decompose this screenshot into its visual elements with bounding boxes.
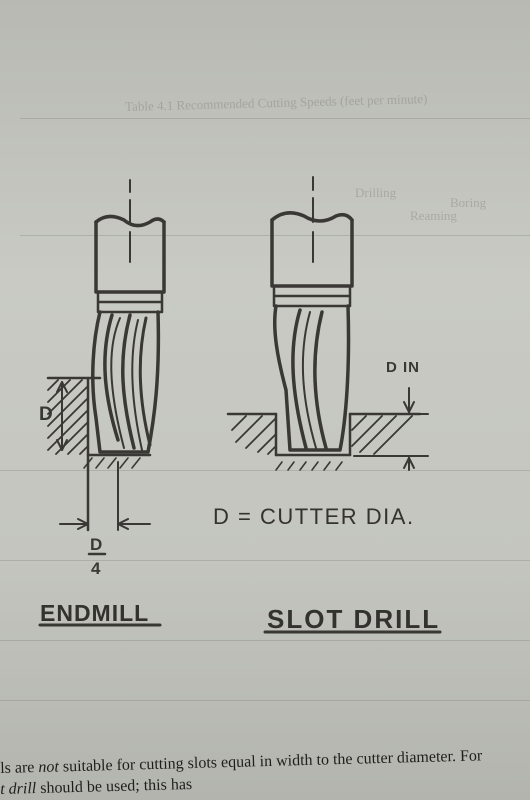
slot-hatching-left bbox=[231, 415, 277, 455]
ghost-col-2: Reaming bbox=[410, 208, 457, 223]
depth-arrow-top bbox=[403, 401, 415, 413]
d4-arrow-left bbox=[77, 518, 89, 530]
d-arrow-top bbox=[56, 381, 68, 393]
endmill-collar bbox=[96, 290, 164, 314]
ghost-rule bbox=[0, 640, 530, 641]
ghost-rule bbox=[20, 235, 530, 236]
slot-drill-flute bbox=[301, 311, 317, 449]
slot-hatching-floor bbox=[275, 461, 343, 471]
line2-emphasis: t drill bbox=[0, 780, 37, 798]
d-arrow-bottom bbox=[56, 439, 68, 451]
ghost-rule bbox=[20, 118, 530, 119]
endmill-flute bbox=[138, 316, 152, 447]
ghost-rule bbox=[0, 470, 530, 471]
slot-drill-shank bbox=[270, 218, 354, 288]
line1-emphasis: not bbox=[38, 758, 60, 776]
formula-label: D = CUTTER DIA. bbox=[213, 504, 415, 529]
line2-post: should be used; this has bbox=[36, 775, 193, 798]
ghost-rule bbox=[0, 700, 530, 701]
depth-arrow-bottom bbox=[403, 457, 415, 469]
d-label: D bbox=[39, 404, 53, 425]
endmill-shank-break bbox=[94, 214, 166, 228]
ghost-col-3: Boring bbox=[450, 195, 487, 210]
endmill-drawing bbox=[38, 179, 166, 627]
endmill-hatching bbox=[47, 379, 89, 455]
endmill-body-outline bbox=[91, 310, 161, 454]
d4-arrow-right bbox=[117, 518, 129, 530]
endmill-shank bbox=[94, 220, 166, 294]
endmill-floor-hatch bbox=[83, 457, 141, 469]
d4-numerator: D bbox=[90, 535, 102, 554]
slot-hatching-right bbox=[351, 415, 413, 455]
endmill-label: ENDMILL bbox=[40, 600, 149, 626]
endmill-flute bbox=[103, 313, 120, 442]
slot-drill-flute bbox=[291, 308, 308, 450]
d4-denominator: 4 bbox=[91, 559, 101, 578]
endmill-flute bbox=[110, 317, 125, 449]
ghost-col-1: Drilling bbox=[355, 185, 397, 200]
d-in-label: D IN bbox=[386, 359, 420, 376]
slot-drill-body-outline bbox=[272, 304, 351, 452]
slot-drill-flute bbox=[313, 310, 328, 450]
endmill-flute bbox=[131, 319, 143, 451]
endmill-flute bbox=[121, 313, 136, 450]
slot-drill-drawing bbox=[226, 176, 442, 634]
slot-drill-collar bbox=[272, 284, 352, 308]
slot-drill-label: SLOT DRILL bbox=[267, 604, 440, 634]
line1-pre: ls are bbox=[0, 758, 39, 777]
ghost-rule bbox=[0, 560, 530, 561]
slot-drill-shank-break bbox=[270, 211, 354, 223]
